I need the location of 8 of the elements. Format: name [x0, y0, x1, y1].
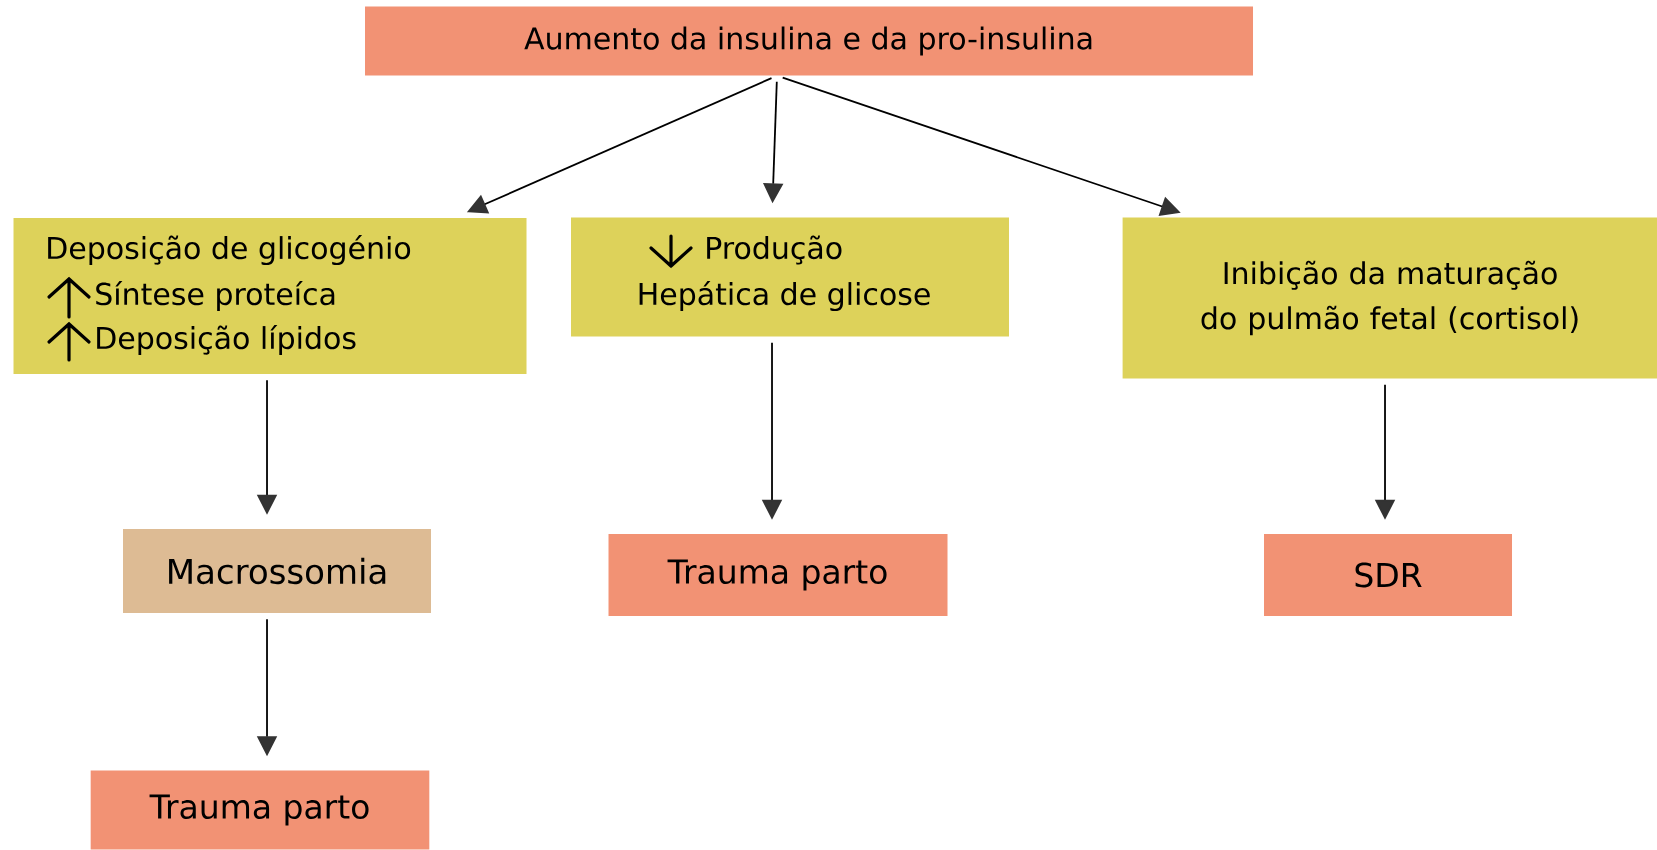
- process-box: Trauma parto: [608, 534, 948, 616]
- process-box: Trauma parto: [90, 770, 430, 850]
- process-box: Macrossomia: [123, 529, 431, 613]
- process-box: Deposição de glicogénio Síntese proteíca Deposição lípidos: [13, 218, 527, 374]
- process-box: SDR: [1264, 534, 1512, 616]
- process-box: Inibição da maturação do pulmão fetal (cortisol): [1122, 217, 1657, 379]
- process-box: Produção Hepática de glicose: [571, 217, 1009, 337]
- process-box: Aumento da insulina e da pro-insulina: [365, 6, 1253, 76]
